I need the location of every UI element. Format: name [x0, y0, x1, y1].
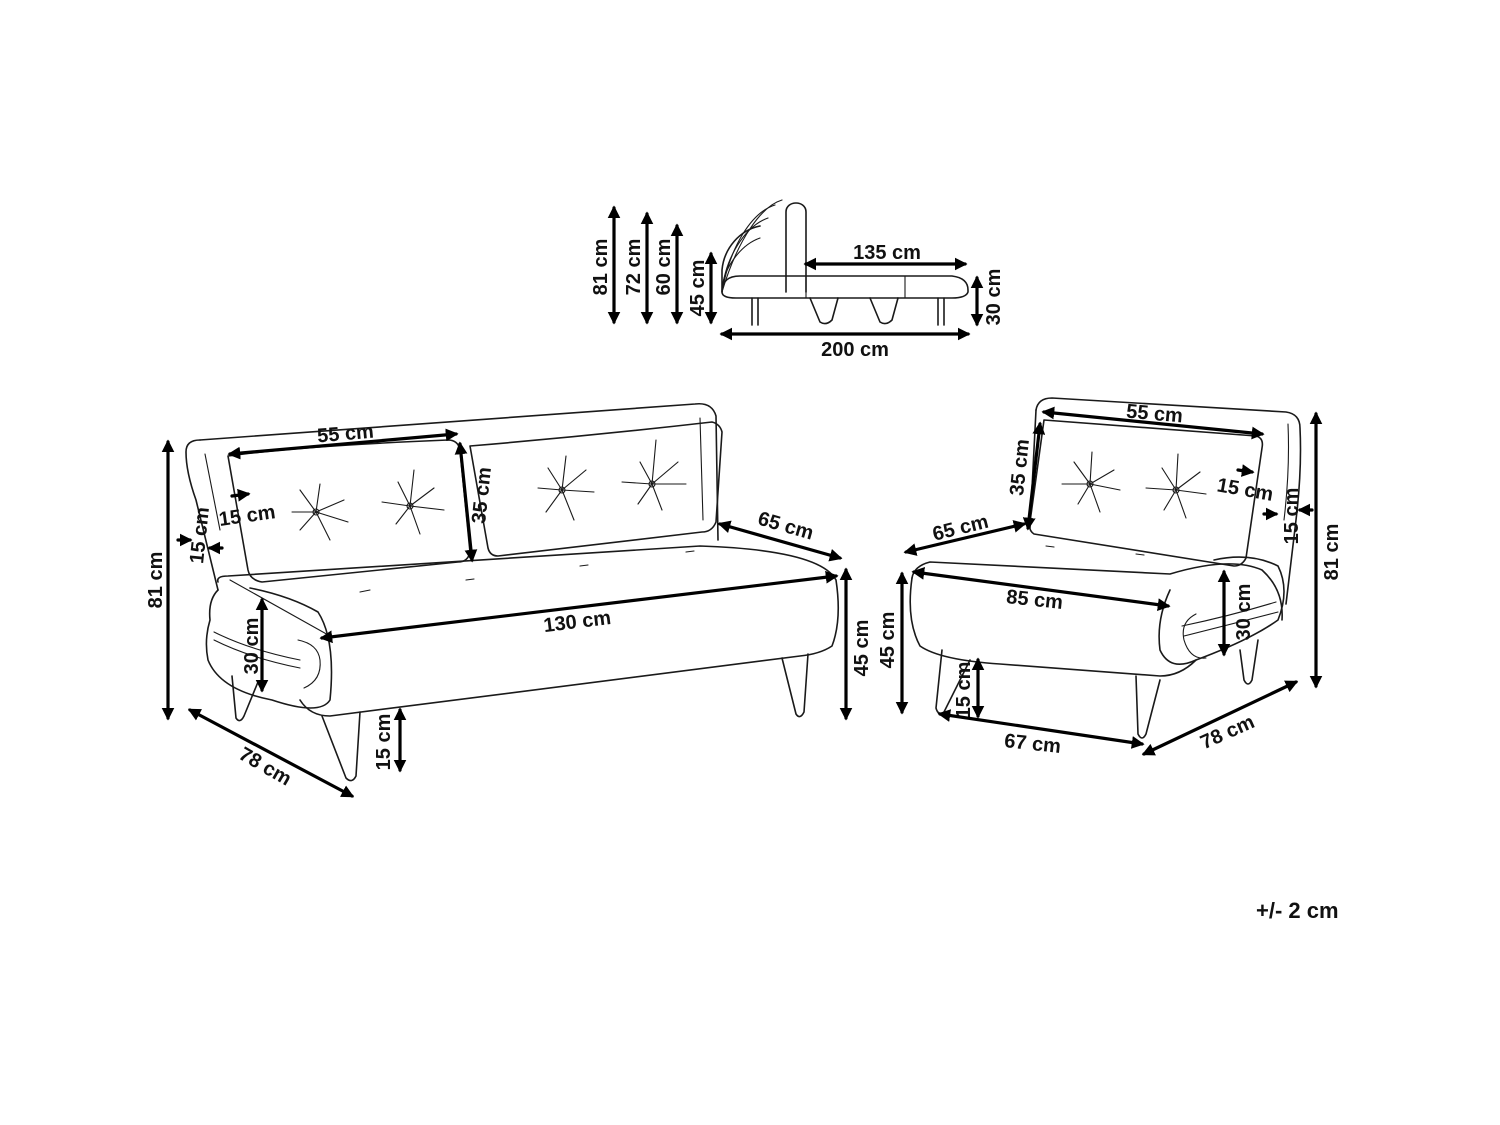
- total-length-label: 200 cm: [821, 339, 889, 361]
- armchair-total-depth-arrow: [1141, 680, 1299, 756]
- armchair-leg-span-arrow: [937, 709, 1145, 749]
- armchair-leg-span-label: 67 cm: [1003, 730, 1062, 758]
- sofa-seat-depth-label: 65 cm: [755, 508, 816, 545]
- sofa-cushion-height-label: 35 cm: [468, 466, 496, 525]
- sofa-outline: [185, 402, 840, 782]
- armchair-cushion-height-label: 35 cm: [1006, 438, 1034, 497]
- armchair-view: 55 cm 35 cm 15 cm 15 cm 81 cm 65 cm 85 c…: [877, 397, 1343, 758]
- armchair-seat-width-label: 85 cm: [1005, 586, 1064, 614]
- sofa-seat-depth-arrow: [717, 520, 843, 562]
- armchair-cushion-width-label: 55 cm: [1125, 401, 1183, 428]
- armchair-cushion-width-arrow: [1041, 406, 1265, 440]
- armchair-cushion-height-arrow: [1022, 421, 1046, 531]
- armchair-seat-width-arrow: [911, 567, 1171, 611]
- sofa-cushion-height-arrow: [454, 441, 478, 563]
- profile-height-60-label: 60 cm: [653, 239, 675, 296]
- armchair-total-height-label: 81 cm: [1321, 524, 1343, 581]
- sofa-seat-width-arrow: [319, 570, 839, 644]
- sofa-cushion-inset-arrow: [230, 488, 251, 502]
- sofa-cushion-width-arrow: [227, 428, 459, 460]
- armchair-total-depth-label: 78 cm: [1197, 711, 1258, 754]
- armchair-side-thickness-label: 15 cm: [1281, 488, 1303, 545]
- profile-height-81-label: 81 cm: [590, 239, 612, 296]
- sofa-cushion-inset-label: 15 cm: [218, 501, 277, 531]
- armchair-tufting-buttons: [1061, 451, 1207, 519]
- profile-height-72-label: 72 cm: [623, 239, 645, 296]
- sofa-view: 55 cm 35 cm 15 cm 15 cm 81 cm 30 cm 65 c…: [145, 402, 873, 798]
- tolerance-note: +/- 2 cm: [1256, 898, 1339, 923]
- armchair-seat-depth-arrow: [903, 520, 1027, 556]
- bed-length-label: 135 cm: [853, 242, 921, 264]
- armchair-seat-height-label: 45 cm: [877, 612, 899, 669]
- armchair-arm-height-label: 30 cm: [1233, 584, 1255, 641]
- sofa-cushion-width-label: 55 cm: [316, 421, 374, 448]
- bed-height-label: 30 cm: [983, 269, 1005, 326]
- sofa-leg-height-label: 15 cm: [373, 714, 395, 771]
- sofa-total-depth-arrow: [187, 708, 355, 798]
- sofa-arm-height-label: 30 cm: [241, 618, 263, 675]
- profile-outline: [721, 199, 969, 326]
- sofa-seat-height-label: 45 cm: [851, 620, 873, 677]
- tufting-buttons: [291, 439, 687, 541]
- armchair-cushion-inset-label: 15 cm: [1215, 474, 1275, 506]
- profile-height-45-label: 45 cm: [687, 260, 709, 317]
- sofa-total-height-label: 81 cm: [145, 552, 167, 609]
- armchair-leg-height-label: 15 cm: [953, 662, 975, 719]
- armchair-cushion-inset-arrow: [1236, 464, 1255, 477]
- profile-view: 81 cm 72 cm 60 cm 45 cm 135 cm 30 cm 200…: [590, 199, 1005, 361]
